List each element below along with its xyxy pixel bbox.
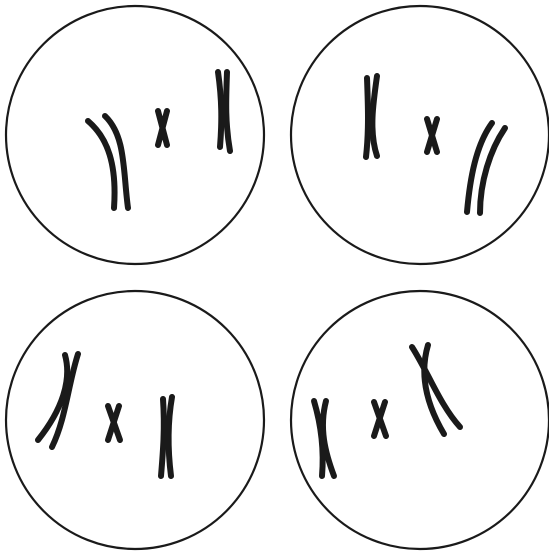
cell-top-right — [291, 6, 549, 264]
cell-outline — [291, 291, 549, 549]
cell-bottom-left — [6, 291, 264, 549]
cell-top-left — [6, 6, 264, 264]
cell-outline — [291, 6, 549, 264]
cell-bottom-right — [291, 291, 549, 549]
cell-outline — [6, 291, 264, 549]
